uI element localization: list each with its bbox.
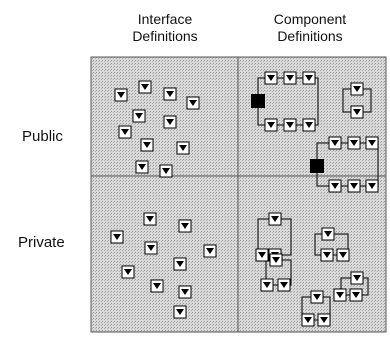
component-interface-icon bbox=[317, 313, 331, 327]
interface-icon bbox=[163, 87, 177, 101]
component-interface-icon bbox=[365, 136, 379, 150]
interface-icon bbox=[203, 244, 217, 258]
interface-icon bbox=[118, 125, 132, 139]
interface-icon bbox=[173, 257, 187, 271]
component-interface-icon bbox=[350, 82, 364, 96]
component-header-line1: Component bbox=[273, 11, 347, 27]
interface-icon bbox=[163, 115, 177, 129]
component-interface-icon bbox=[277, 278, 291, 292]
interface-icons bbox=[110, 71, 379, 327]
private-row-label: Private bbox=[18, 234, 65, 251]
interface-icon bbox=[150, 279, 164, 293]
interface-icon bbox=[132, 109, 146, 123]
component-interface-icon bbox=[264, 118, 278, 132]
component-block-icon bbox=[310, 159, 324, 173]
component-interface-icon bbox=[302, 118, 316, 132]
component-interface-icon bbox=[347, 136, 361, 150]
component-definitions-header: Component Definitions bbox=[250, 11, 370, 45]
component-header-line2: Definitions bbox=[277, 28, 343, 44]
component-interface-icon bbox=[365, 179, 379, 193]
component-interface-icon bbox=[268, 212, 282, 226]
component-interface-icon bbox=[310, 290, 324, 304]
component-interface-icon bbox=[349, 288, 363, 302]
public-row-label: Public bbox=[22, 128, 63, 145]
component-interface-icon bbox=[350, 271, 364, 285]
component-interface-icon bbox=[320, 248, 334, 262]
component-interface-icon bbox=[283, 71, 297, 85]
component-block-icon bbox=[251, 94, 265, 108]
component-interface-icon bbox=[264, 71, 278, 85]
interface-icon bbox=[143, 212, 157, 226]
component-interface-icon bbox=[321, 227, 335, 241]
component-interface-icon bbox=[269, 253, 283, 267]
component-interface-icon bbox=[333, 288, 347, 302]
interface-icon bbox=[186, 96, 200, 110]
interface-header-line1: Interface bbox=[137, 11, 193, 27]
component-interface-icon bbox=[260, 278, 274, 292]
interface-icon bbox=[159, 164, 173, 178]
component-interface-icon bbox=[328, 136, 342, 150]
interface-icon bbox=[110, 230, 124, 244]
component-interface-icon bbox=[347, 179, 361, 193]
interface-icon bbox=[114, 88, 128, 102]
component-interface-icon bbox=[302, 71, 316, 85]
component-interface-icon bbox=[255, 248, 269, 262]
interface-icon bbox=[173, 305, 187, 319]
interface-icon bbox=[176, 141, 190, 155]
component-interface-icon bbox=[328, 179, 342, 193]
interface-icon bbox=[138, 80, 152, 94]
component-blocks bbox=[251, 94, 324, 173]
interface-icon bbox=[144, 241, 158, 255]
interface-icon bbox=[135, 160, 149, 174]
interface-header-line2: Definitions bbox=[132, 28, 198, 44]
interface-icon bbox=[178, 219, 192, 233]
grid bbox=[90, 56, 387, 333]
interface-icon bbox=[140, 138, 154, 152]
component-interface-icon bbox=[350, 105, 364, 119]
component-interface-icon bbox=[336, 248, 350, 262]
component-interface-icon bbox=[301, 313, 315, 327]
interface-icon bbox=[178, 285, 192, 299]
interface-icon bbox=[121, 265, 135, 279]
component-interface-icon bbox=[283, 118, 297, 132]
interface-definitions-header: Interface Definitions bbox=[110, 11, 220, 45]
